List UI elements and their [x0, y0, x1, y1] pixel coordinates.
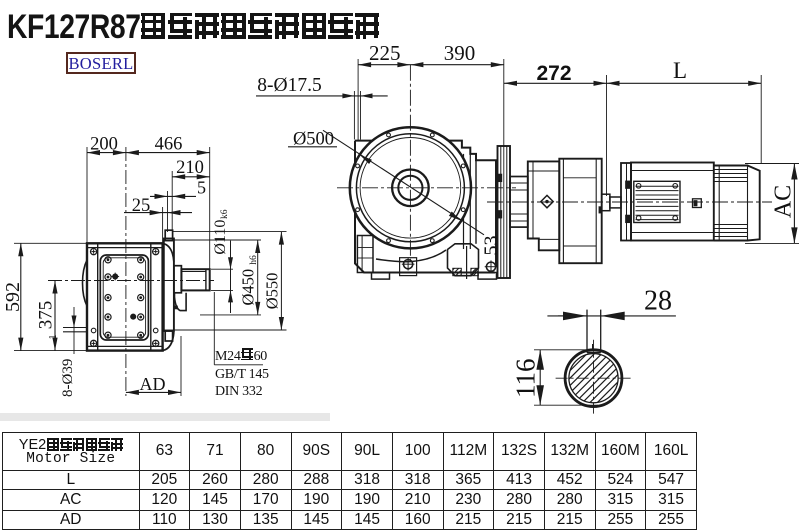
svg-text:592: 592	[2, 282, 24, 312]
svg-text:1: 1	[48, 335, 59, 340]
svg-text:h6: h6	[249, 255, 259, 265]
svg-text:25: 25	[132, 196, 151, 216]
svg-text:272: 272	[536, 62, 571, 85]
svg-text:Ø550: Ø550	[263, 273, 282, 310]
svg-text:375: 375	[36, 301, 57, 330]
svg-text:466: 466	[155, 135, 183, 155]
svg-text:390: 390	[444, 41, 476, 65]
svg-text:AD: AD	[140, 374, 166, 394]
svg-text:L: L	[673, 58, 687, 83]
svg-text:53: 53	[481, 236, 503, 256]
svg-text:210: 210	[176, 158, 204, 178]
svg-text:5: 5	[197, 178, 206, 198]
svg-text:28: 28	[644, 286, 672, 317]
svg-text:8-Ø39: 8-Ø39	[60, 359, 76, 397]
svg-text:225: 225	[369, 41, 401, 65]
svg-text:k6: k6	[220, 209, 230, 219]
svg-text:AC: AC	[771, 185, 797, 218]
svg-text:Ø500: Ø500	[293, 130, 334, 150]
svg-text:Ø110: Ø110	[212, 220, 229, 255]
svg-text:8-Ø17.5: 8-Ø17.5	[257, 75, 321, 96]
svg-text:200: 200	[90, 135, 118, 155]
svg-text:Ø450: Ø450	[239, 269, 258, 306]
svg-text:116: 116	[511, 359, 541, 399]
